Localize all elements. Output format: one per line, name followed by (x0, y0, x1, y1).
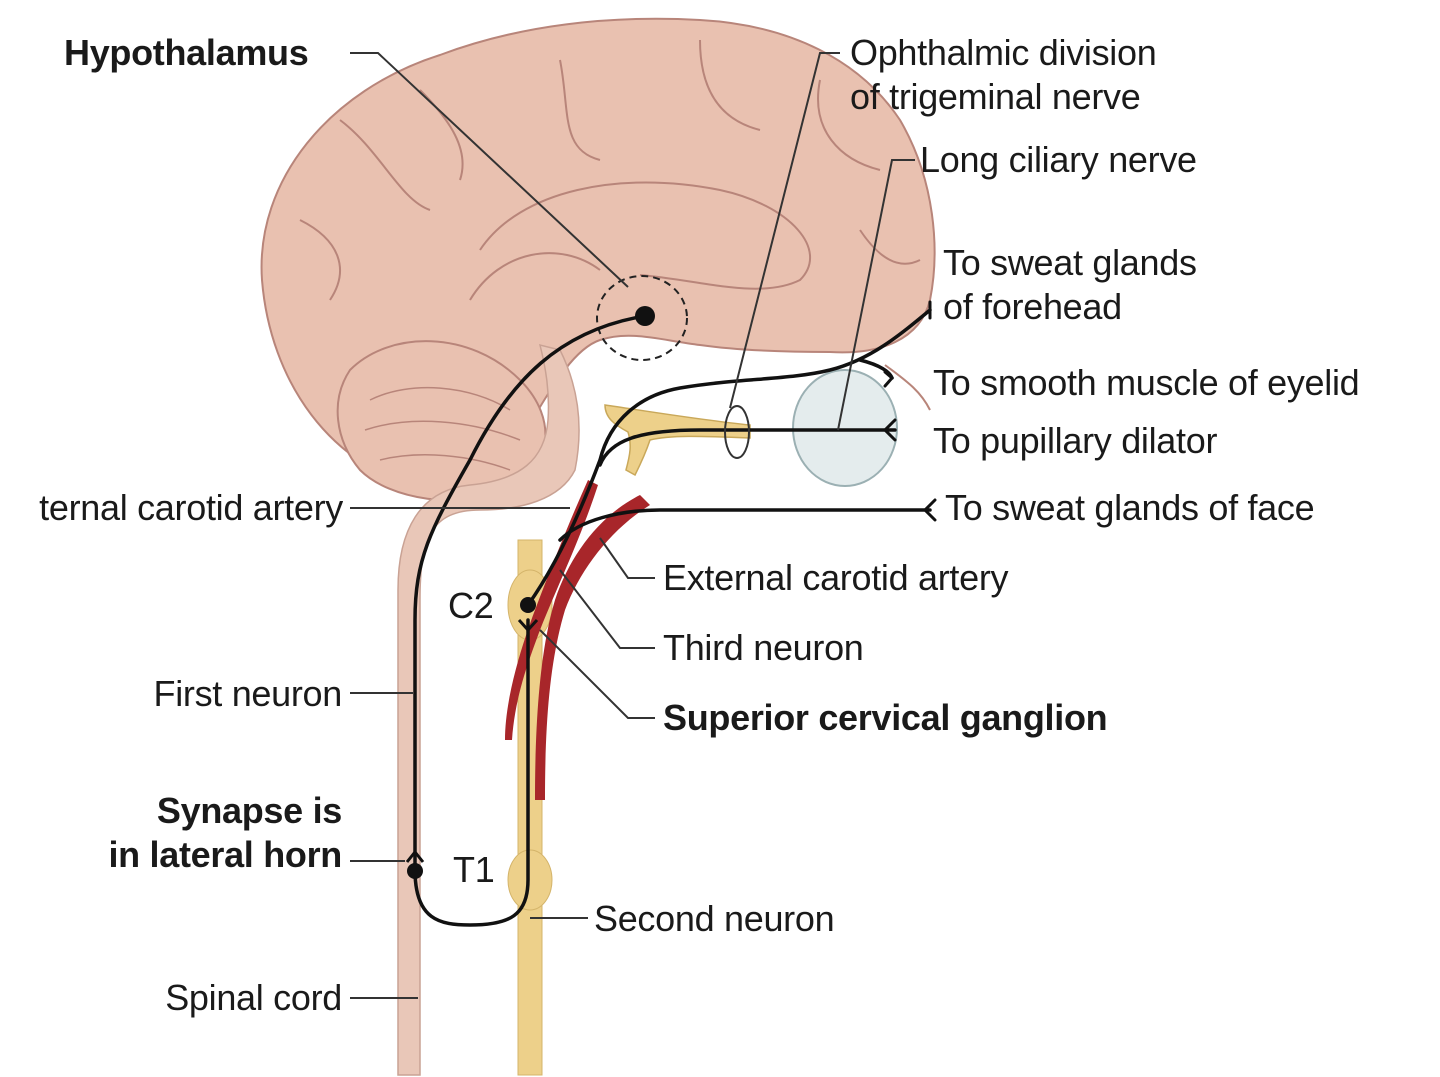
lateral-horn-synapse-cap (405, 849, 425, 863)
long-ciliary-nerve-label: Long ciliary nerve (920, 139, 1197, 180)
superior-cervical-ganglion-label: Superior cervical ganglion (663, 697, 1108, 738)
superior-cervical-synapse-dot (520, 597, 536, 613)
t1-label: T1 (453, 849, 495, 890)
sweat-forehead-line1: To sweat glands (943, 242, 1197, 283)
synapse-line1: Synapse is (156, 790, 342, 831)
leader-lines (350, 52, 915, 999)
third-neuron-label: Third neuron (663, 627, 864, 668)
second-neuron-label: Second neuron (594, 898, 835, 939)
second-neuron-path (413, 618, 530, 927)
third-neuron-branch-face (558, 508, 932, 542)
hypothalamus-label: Hypothalamus (64, 32, 309, 73)
eyeball (792, 369, 898, 487)
synapse-lateral-horn-label: Synapse is in lateral horn (0, 789, 342, 877)
cerebellum-folia (364, 386, 521, 471)
t1-ganglion-body (507, 849, 553, 911)
trigeminal-nerve (604, 404, 751, 477)
spinal-cord-shape (397, 343, 580, 1076)
internal-carotid-vessel (505, 480, 598, 740)
sweat-forehead-line2: of forehead (943, 286, 1122, 327)
hypothalamus-region (596, 275, 688, 361)
hypothalamus-neuron-body (635, 306, 655, 326)
first-neuron-path (413, 314, 647, 870)
neuron-paths (413, 308, 932, 927)
ophthalmic-label-line2: of trigeminal nerve (850, 76, 1141, 117)
superior-cervical-synapse-cap (517, 618, 539, 633)
smooth-muscle-eyelid-label: To smooth muscle of eyelid (933, 362, 1360, 403)
synapse-line2: in lateral horn (108, 834, 342, 875)
third-neuron-path (526, 308, 932, 607)
c2-label: C2 (448, 585, 494, 626)
external-carotid-artery-label: External carotid artery (663, 557, 1009, 598)
first-neuron-label: First neuron (153, 673, 343, 714)
nerve-endings (882, 300, 937, 522)
sweat-glands-face-label: To sweat glands of face (945, 487, 1315, 528)
brain-gyri (299, 39, 921, 301)
pupillary-dilator-label: To pupillary dilator (933, 420, 1218, 461)
external-carotid-vessel (535, 495, 650, 800)
spinal-cord-label: Spinal cord (165, 977, 342, 1018)
internal-carotid-artery-label: ternal carotid artery (39, 487, 343, 528)
third-neuron-branch-pupil (598, 428, 897, 467)
ophthalmic-label-line1: Ophthalmic division (850, 32, 1157, 73)
sweat-glands-forehead-label: To sweat glands of forehead (943, 241, 1197, 329)
ophthalmic-ring (724, 405, 750, 459)
eyelid (884, 364, 931, 411)
lateral-horn-synapse-dot (407, 863, 423, 879)
ophthalmic-division-label: Ophthalmic division of trigeminal nerve (850, 31, 1157, 119)
